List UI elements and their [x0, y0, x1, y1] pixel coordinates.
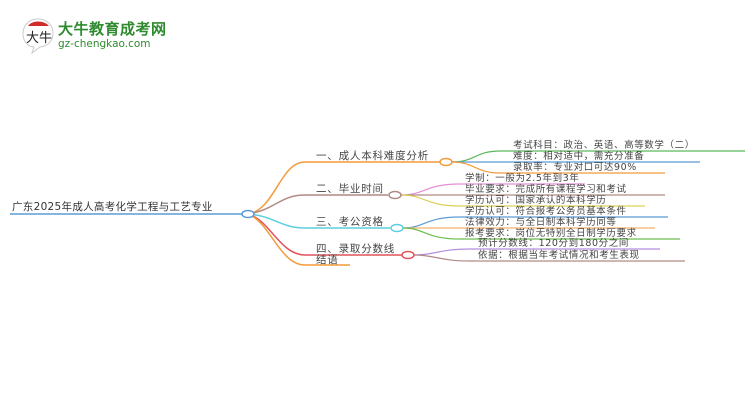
branch-2-node-circle [388, 190, 402, 200]
svg-text:大牛: 大牛 [26, 31, 52, 46]
branch-civil-service[interactable]: 三、考公资格 [316, 216, 384, 228]
leaf-civil-service-eligibility[interactable]: 学历认可：符合报考公务员基本条件 [465, 206, 627, 217]
leaf-degree-recognition[interactable]: 学历认可：国家承认的本科学历 [465, 195, 607, 206]
branch-3-node-circle [390, 223, 404, 233]
leaf-duration[interactable]: 学制：一般为2.5年到3年 [465, 173, 580, 184]
root-node-circle [241, 209, 255, 219]
logo-title: 大牛教育成考网 [58, 20, 167, 38]
branch-1-node-circle [439, 157, 453, 167]
leaf-expected-score[interactable]: 预计分数线：120分到180分之间 [478, 238, 629, 249]
leaf-exam-subjects[interactable]: 考试科目：政治、英语、高等数学（二） [513, 140, 695, 151]
branch-4-node-circle [401, 250, 415, 260]
leaf-difficulty[interactable]: 难度：相对适中，需充分准备 [513, 151, 645, 162]
logo-mark-icon: 大牛 [22, 18, 54, 54]
branch-conclusion[interactable]: 结语 [316, 254, 339, 266]
logo-url: gz-chengkao.com [58, 38, 151, 50]
leaf-graduation-requirements[interactable]: 毕业要求：完成所有课程学习和考试 [465, 184, 627, 195]
leaf-score-basis[interactable]: 依据：根据当年考试情况和考生表现 [478, 250, 640, 261]
branch-graduation-time[interactable]: 二、毕业时间 [316, 183, 384, 195]
branch-difficulty[interactable]: 一、成人本科难度分析 [316, 150, 429, 162]
branch-admission-score[interactable]: 四、录取分数线 [316, 243, 396, 255]
root-topic[interactable]: 广东2025年成人高考化学工程与工艺专业 [12, 201, 213, 213]
leaf-legal-validity[interactable]: 法律效力：与全日制本科学历同等 [465, 217, 617, 228]
leaf-admission-rate[interactable]: 录取率：专业对口可达90% [513, 162, 637, 173]
site-logo[interactable]: 大牛 大牛教育成考网 gz-chengkao.com [14, 14, 167, 56]
leaf-application-requirements[interactable]: 报考要求：岗位无特别全日制学历要求 [465, 228, 637, 239]
